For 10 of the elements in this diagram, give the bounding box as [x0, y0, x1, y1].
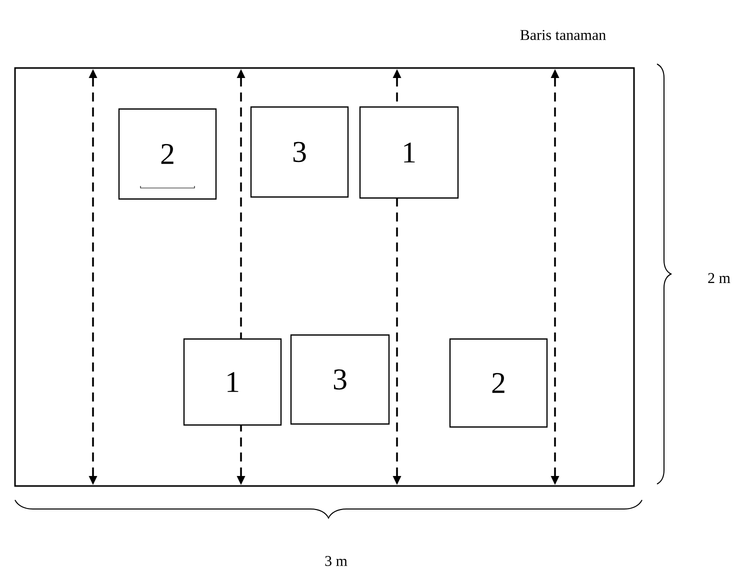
plot-box: 3: [290, 334, 390, 425]
row-label: Baris tanaman: [520, 30, 606, 40]
plot-box: 1: [183, 338, 282, 426]
plot-box: 1: [359, 106, 459, 199]
plot-box: 2: [118, 108, 217, 200]
plot-box: 3: [250, 106, 349, 198]
plot-box: 2: [449, 338, 548, 428]
dimension-label: 3 m: [325, 556, 348, 566]
dimension-label: 2 m: [708, 273, 730, 283]
field-plot: [14, 67, 635, 487]
